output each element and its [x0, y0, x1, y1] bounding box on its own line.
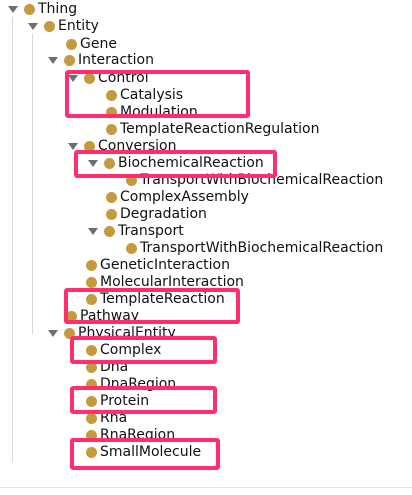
class-dot-icon: [106, 107, 117, 118]
triangle-down-icon[interactable]: [88, 228, 98, 235]
class-dot-icon: [44, 21, 55, 32]
class-dot-icon: [106, 209, 117, 220]
triangle-down-icon[interactable]: [68, 143, 78, 150]
triangle-down-icon[interactable]: [8, 6, 18, 13]
triangle-down-icon[interactable]: [28, 23, 38, 30]
tree-item-label: Control: [98, 70, 149, 86]
tree-item-label: GeneticInteraction: [100, 257, 230, 273]
class-dot-icon: [86, 277, 97, 288]
tree-item-entity[interactable]: Entity: [28, 18, 99, 35]
tree-item-label: BiochemicalReaction: [118, 155, 264, 171]
class-dot-icon: [86, 413, 97, 424]
divider: [0, 487, 412, 488]
tree-item-label: SmallMolecule: [100, 444, 202, 460]
tree-item-templatereactionregulation[interactable]: TemplateReactionRegulation: [106, 121, 319, 138]
tree-item-label: Interaction: [78, 52, 154, 68]
tree-item-label: Degradation: [120, 206, 207, 222]
class-dot-icon: [24, 4, 35, 15]
tree-item-transport[interactable]: Transport: [88, 223, 184, 240]
tree-item-label: TemplateReactionRegulation: [120, 121, 320, 137]
highlight-box-complex: [70, 336, 217, 364]
tree-item-label: Entity: [58, 18, 99, 34]
tree-item-catalysis[interactable]: Catalysis: [106, 87, 183, 104]
tree-item-molecularinteraction[interactable]: MolecularInteraction: [86, 274, 244, 291]
highlight-box-biochemicalreaction: [74, 150, 277, 178]
tree-item-label: Rna: [100, 410, 128, 426]
tree-item-transportwithbiochemicalreaction-2[interactable]: TransportWithBiochemicalReaction: [126, 240, 383, 257]
class-dot-icon: [66, 39, 77, 50]
class-dot-icon: [104, 158, 115, 169]
triangle-down-icon[interactable]: [48, 57, 58, 64]
tree-item-rna[interactable]: Rna: [86, 410, 127, 427]
tree-item-label: Complex: [100, 342, 162, 358]
tree-item-smallmolecule[interactable]: SmallMolecule: [86, 444, 201, 461]
tree-item-templatereaction[interactable]: TemplateReaction: [86, 291, 225, 308]
tree-item-label: TemplateReaction: [100, 291, 225, 307]
tree-item-gene[interactable]: Gene: [66, 36, 117, 53]
tree-item-geneticinteraction[interactable]: GeneticInteraction: [86, 257, 230, 274]
tree-item-label: Thing: [38, 1, 78, 17]
class-dot-icon: [64, 55, 75, 66]
class-dot-icon: [86, 362, 97, 373]
highlight-box-control-group: [65, 70, 250, 118]
tree-item-complex[interactable]: Complex: [86, 342, 161, 359]
tree-item-label: Gene: [80, 36, 117, 52]
class-dot-icon: [86, 379, 97, 390]
class-dot-icon: [86, 447, 97, 458]
class-dot-icon: [126, 175, 137, 186]
class-dot-icon: [106, 90, 117, 101]
class-dot-icon: [64, 328, 75, 339]
class-dot-icon: [86, 260, 97, 271]
class-dot-icon: [86, 396, 97, 407]
class-dot-icon: [104, 226, 115, 237]
tree-item-biochemicalreaction[interactable]: BiochemicalReaction: [88, 155, 264, 172]
class-dot-icon: [86, 430, 97, 441]
class-dot-icon: [106, 124, 117, 135]
tree-item-complexassembly[interactable]: ComplexAssembly: [106, 189, 249, 206]
tree-item-label: TransportWithBiochemicalReaction: [140, 240, 384, 256]
tree-item-label: ComplexAssembly: [120, 189, 249, 205]
highlight-box-templatereaction: [64, 288, 240, 324]
class-dot-icon: [86, 294, 97, 305]
class-dot-icon: [126, 243, 137, 254]
triangle-down-icon[interactable]: [48, 330, 58, 337]
triangle-down-icon[interactable]: [88, 160, 98, 167]
highlight-box-protein: [70, 386, 217, 414]
tree-item-label: Catalysis: [120, 87, 184, 103]
tree-item-thing[interactable]: Thing: [8, 1, 77, 18]
highlight-box-smallmolecule: [70, 438, 220, 470]
triangle-down-icon[interactable]: [68, 75, 78, 82]
class-dot-icon: [66, 311, 77, 322]
tree-item-label: MolecularInteraction: [100, 274, 244, 290]
class-dot-icon: [84, 141, 95, 152]
tree-item-degradation[interactable]: Degradation: [106, 206, 207, 223]
tree-item-interaction[interactable]: Interaction: [48, 52, 154, 69]
tree-guide-line: [12, 17, 13, 462]
tree-item-label: Protein: [100, 393, 150, 409]
tree-item-control[interactable]: Control: [68, 70, 149, 87]
tree-item-label: Transport: [118, 223, 184, 239]
class-dot-icon: [84, 73, 95, 84]
tree-item-protein[interactable]: Protein: [86, 393, 149, 410]
class-dot-icon: [86, 345, 97, 356]
tree-guide-line: [32, 34, 33, 334]
class-dot-icon: [106, 192, 117, 203]
